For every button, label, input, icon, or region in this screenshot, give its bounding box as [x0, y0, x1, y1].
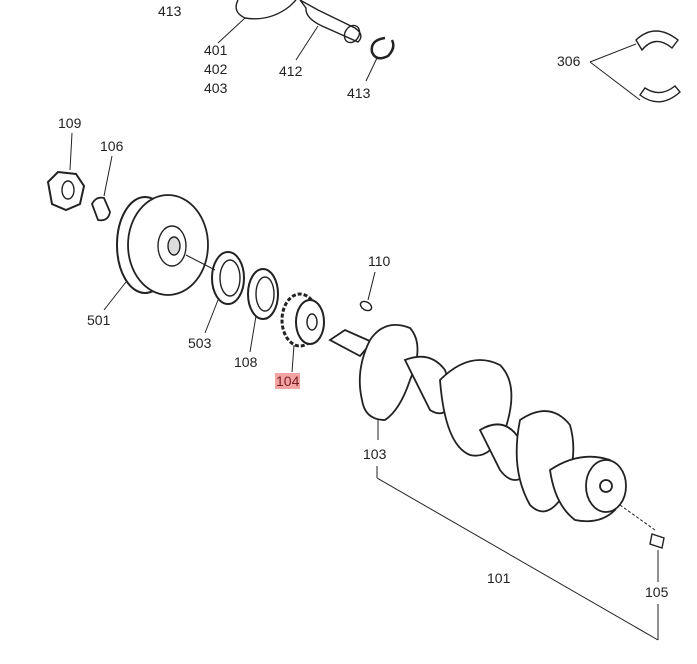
piston-pin-part: [295, 0, 362, 61]
part-label-413[interactable]: 413: [347, 85, 371, 101]
part-label-109[interactable]: 109: [58, 115, 82, 131]
nut-part: [46, 132, 86, 212]
part-label-412[interactable]: 412: [279, 63, 303, 79]
circlip-part: [365, 36, 395, 82]
gear-part: [280, 292, 325, 373]
pulley-part: [103, 194, 216, 311]
part-label-401[interactable]: 401: [204, 42, 228, 58]
dowel-pin-part: [649, 533, 665, 582]
part-label-110[interactable]: 110: [368, 253, 391, 269]
bearing-shells-part: [589, 30, 681, 103]
part-label-106[interactable]: 106: [100, 138, 124, 154]
part-label-413-top[interactable]: 413: [158, 3, 182, 19]
connecting-rod-part: [217, 0, 297, 44]
part-label-306[interactable]: 306: [557, 53, 581, 69]
assembly-bracket-lines: [376, 466, 659, 641]
part-label-403[interactable]: 403: [204, 80, 228, 96]
spacer-ring-part: [204, 251, 245, 334]
part-label-103[interactable]: 103: [363, 446, 387, 462]
part-label-101[interactable]: 101: [487, 570, 511, 586]
part-label-105[interactable]: 105: [645, 584, 669, 600]
washer-part: [91, 155, 113, 222]
key-part: [359, 271, 376, 312]
seal-ring-part: [247, 268, 279, 353]
part-label-503[interactable]: 503: [188, 335, 212, 351]
part-label-402[interactable]: 402: [204, 61, 228, 77]
part-label-104-highlighted[interactable]: 104: [275, 373, 301, 389]
crankshaft-part: [328, 324, 656, 531]
part-label-501[interactable]: 501: [87, 312, 111, 328]
part-label-108[interactable]: 108: [234, 354, 258, 370]
